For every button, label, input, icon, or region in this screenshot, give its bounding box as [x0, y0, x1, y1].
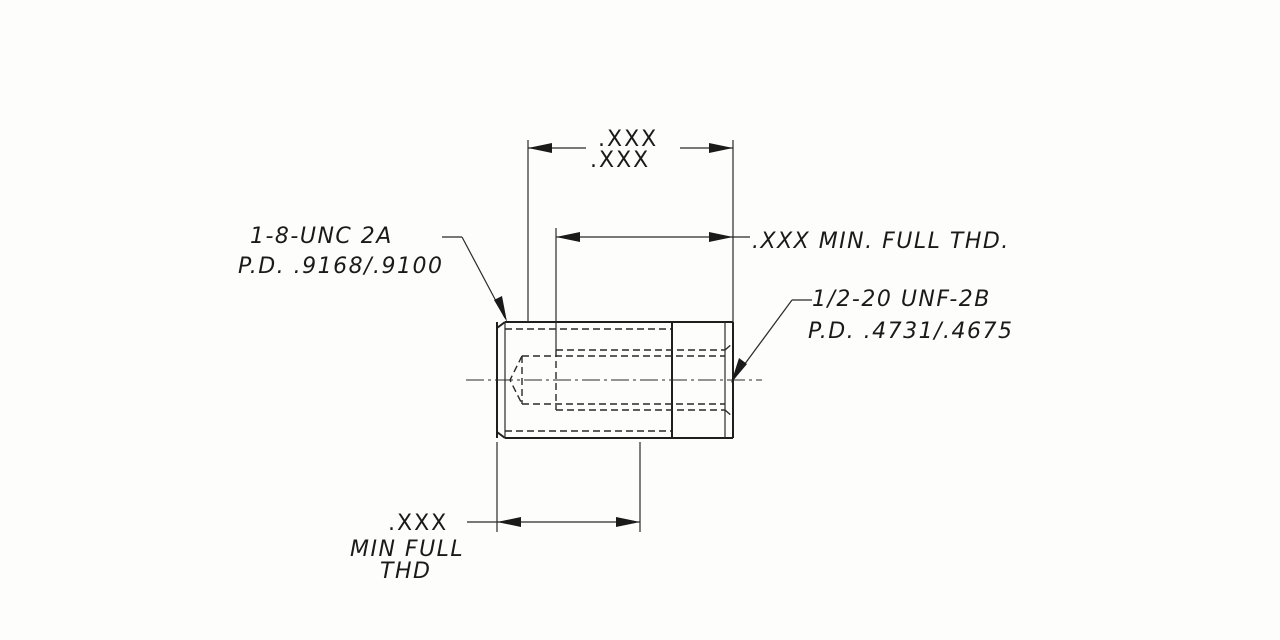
depth-arrowhead-right — [709, 232, 733, 242]
overall-length-upper: .XXX — [598, 127, 658, 152]
external-thread-spec: 1-8-UNC 2A — [250, 224, 393, 249]
part-body — [496, 321, 734, 439]
bottom-arrowhead-left — [497, 517, 521, 527]
internal-pitch-diameter: P.D. .4731/.4675 — [808, 319, 1014, 344]
external-thread-note-line2: THD — [380, 559, 431, 584]
overall-length-lower: .XXX — [590, 148, 650, 173]
bottom-arrowhead-right — [616, 517, 640, 527]
internal-thread-callout: 1/2-20 UNF-2B P.D. .4731/.4675 — [731, 287, 1014, 383]
arrowhead-right — [709, 143, 733, 153]
internal-thread-depth-dimension: .XXX MIN. FULL THD. — [555, 228, 1010, 350]
bottom-chamfer — [496, 431, 506, 439]
external-thread-length-dimension: .XXX MIN FULL THD — [350, 442, 641, 584]
internal-leader-arrowhead — [731, 358, 747, 383]
internal-hole — [509, 342, 734, 418]
external-thread-note-line1: MIN FULL — [350, 537, 464, 562]
csk-top — [724, 342, 734, 351]
depth-arrowhead-left — [556, 232, 580, 242]
external-thread-callout: 1-8-UNC 2A P.D. .9168/.9100 — [238, 224, 507, 322]
external-thread-length-value: .XXX — [388, 511, 448, 536]
overall-length-dimension: .XXX .XXX — [527, 127, 734, 322]
arrowhead-left — [528, 143, 552, 153]
internal-thread-spec: 1/2-20 UNF-2B — [812, 287, 991, 312]
csk-bottom — [724, 409, 734, 418]
external-pitch-diameter: P.D. .9168/.9100 — [238, 254, 444, 279]
internal-thread-depth-note: .XXX MIN. FULL THD. — [752, 229, 1010, 254]
top-chamfer — [496, 321, 506, 329]
external-leader-arrowhead — [494, 296, 507, 322]
